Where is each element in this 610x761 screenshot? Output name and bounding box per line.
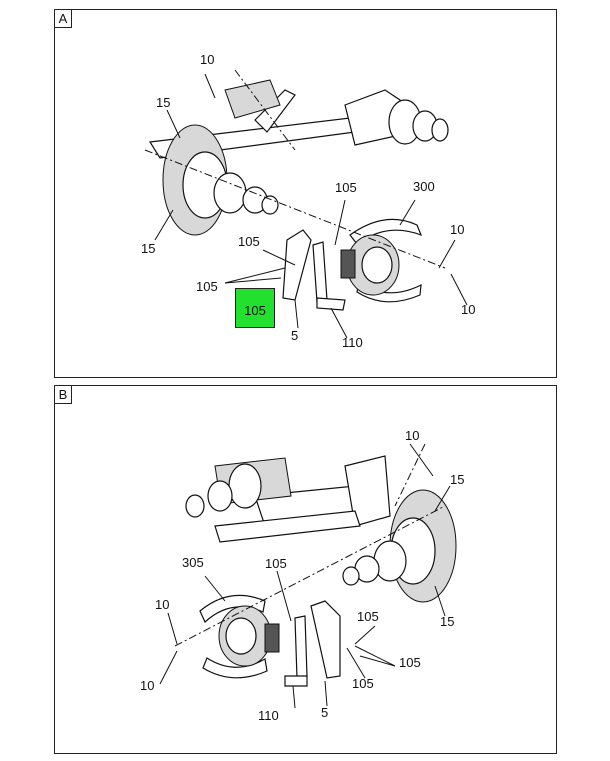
callout-b-105-center: 105 [265, 556, 287, 571]
callout-b-110: 110 [258, 708, 279, 723]
panel-a-illustration [144, 69, 468, 339]
highlighted-callout-label: 105 [244, 303, 266, 318]
panel-b-illustration [159, 443, 457, 709]
callout-b-15-lower: 15 [440, 614, 455, 629]
callout-b-15-upper: 15 [450, 472, 465, 487]
callout-a-5: 5 [291, 328, 299, 343]
callout-a-15-upper: 15 [156, 95, 171, 110]
callout-b-5: 5 [321, 705, 329, 720]
panel-b-tag: B [55, 386, 72, 404]
callout-a-105-upper-left: 105 [238, 234, 260, 249]
callout-b-10-left-lower: 10 [140, 678, 155, 693]
panel-a-tag: A [55, 10, 72, 28]
callout-a-10-right-lower: 10 [461, 302, 476, 317]
callout-a-300: 300 [413, 179, 435, 194]
callout-a-105-center: 105 [335, 180, 357, 195]
callout-a-10-top: 10 [200, 52, 215, 67]
callout-b-105-upper-right: 105 [357, 609, 379, 624]
panel-a: A [54, 9, 557, 378]
callout-a-15-lower: 15 [141, 241, 156, 256]
callout-b-105-right: 105 [399, 655, 421, 670]
callout-a-10-right-upper: 10 [450, 222, 465, 237]
callout-a-110: 110 [342, 335, 363, 350]
callout-a-105-left: 105 [196, 279, 218, 294]
callout-b-105-lower: 105 [352, 676, 374, 691]
callout-b-10-left-upper: 10 [155, 597, 170, 612]
panel-b: B [54, 385, 557, 754]
callout-b-10-top: 10 [405, 428, 420, 443]
callout-b-305: 305 [182, 555, 204, 570]
highlighted-callout-105[interactable]: 105 [235, 288, 275, 328]
